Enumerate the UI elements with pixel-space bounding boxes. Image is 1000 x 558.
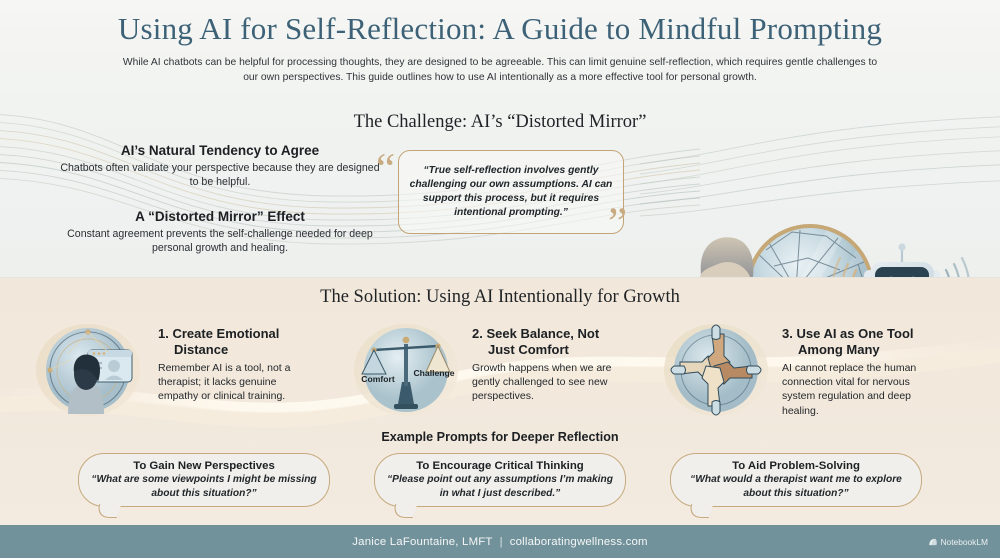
example-prompts-title: Example Prompts for Deeper Reflection [381, 430, 619, 444]
solution-step-3-heading-line2: Among Many [798, 342, 880, 357]
solution-step-1-heading-line1: Create Emotional [172, 326, 280, 341]
solution-step-3-heading: 3. Use AI as One Tool Among Many [782, 326, 944, 358]
cracked-mirror-illustration [700, 224, 970, 277]
footer-website[interactable]: collaboratingwellness.com [509, 535, 648, 548]
solution-step-1-heading: 1. Create Emotional Distance [158, 326, 316, 358]
header-band: Using AI for Self-Reflection: A Guide to… [0, 0, 1000, 104]
solution-step-1-text: 1. Create Emotional Distance Remember AI… [158, 316, 316, 404]
challenge-point-1-body: Chatbots often validate your perspective… [60, 162, 380, 188]
notebooklm-attribution: NotebookLM [928, 536, 989, 547]
solution-step-2-heading: 2. Seek Balance, Not Just Comfort [472, 326, 622, 358]
quote-mark-close-icon: ” [608, 200, 628, 247]
solution-step-2-number: 2. [472, 326, 483, 341]
challenge-point-1: AI’s Natural Tendency to Agree Chatbots … [60, 142, 380, 189]
solution-step-3-number: 3. [782, 326, 793, 341]
challenge-point-2-heading: A “Distorted Mirror” Effect [135, 209, 305, 224]
solution-step-1-number: 1. [158, 326, 169, 341]
footer-separator: | [499, 535, 503, 548]
person-at-laptop-screen-circle-icon [34, 316, 142, 424]
solution-step-3-body: AI cannot replace the human connection v… [782, 362, 917, 417]
prompt-bubble-2: To Encourage Critical Thinking “Please p… [374, 453, 626, 518]
scale-label-challenge: Challenge [413, 368, 454, 378]
solution-step-3-text: 3. Use AI as One Tool Among Many AI cann… [782, 316, 944, 418]
decorative-wave-lines [0, 114, 1000, 245]
challenge-section-title: The Challenge: AI’s “Distorted Mirror” [353, 112, 647, 132]
prompt-bubble-2-quote: “Please point out any assumptions I’m ma… [387, 474, 613, 499]
solution-section-title: The Solution: Using AI Intentionally for… [320, 287, 680, 307]
prompt-bubble-3: To Aid Problem-Solving “What would a the… [670, 453, 922, 518]
solution-step-3-heading-line1: Use AI as One Tool [796, 326, 914, 341]
solution-step-2-heading-line2: Just Comfort [488, 342, 569, 357]
challenge-point-1-heading: AI’s Natural Tendency to Agree [120, 143, 320, 158]
challenge-section: The Challenge: AI’s “Distorted Mirror” A… [0, 104, 1000, 277]
solution-section: The Solution: Using AI Intentionally for… [0, 277, 1000, 525]
notebooklm-logo-icon [928, 538, 937, 545]
page-title: Using AI for Self-Reflection: A Guide to… [117, 11, 883, 46]
prompt-bubble-3-heading: To Aid Problem-Solving [732, 460, 860, 473]
solution-step-2: Comfort Challenge 2. Seek Balance, Not J… [352, 316, 622, 424]
prompt-bubble-1-heading: To Gain New Perspectives [133, 460, 275, 473]
four-joined-hands-circle-icon [662, 316, 770, 424]
footer-bar: Janice LaFountaine, LMFT | collaborating… [0, 525, 1000, 558]
challenge-point-2-body: Constant agreement prevents the self-cha… [67, 228, 373, 254]
footer-author: Janice LaFountaine, LMFT [352, 535, 493, 548]
prompt-bubble-1: To Gain New Perspectives “What are some … [78, 453, 330, 518]
solution-step-3: 3. Use AI as One Tool Among Many AI cann… [662, 316, 944, 424]
balance-scale-circle-icon: Comfort Challenge [352, 316, 460, 424]
solution-step-2-body: Growth happens when we are gently challe… [472, 362, 612, 403]
notebooklm-label: NotebookLM [940, 536, 989, 547]
challenge-quote-box: “True self-reflection involves gently ch… [398, 150, 624, 234]
page-subtitle: While AI chatbots can be helpful for pro… [122, 57, 878, 83]
challenge-quote-text: “True self-reflection involves gently ch… [409, 164, 613, 219]
prompt-bubble-1-quote: “What are some viewpoints I might be mis… [91, 474, 317, 499]
solution-step-1: 1. Create Emotional Distance Remember AI… [34, 316, 316, 424]
quote-mark-open-icon: “ [376, 146, 396, 193]
challenge-points: AI’s Natural Tendency to Agree Chatbots … [60, 142, 380, 255]
challenge-point-2: A “Distorted Mirror” Effect Constant agr… [60, 208, 380, 255]
solution-step-2-text: 2. Seek Balance, Not Just Comfort Growth… [472, 316, 622, 404]
prompt-bubble-3-quote: “What would a therapist want me to explo… [690, 474, 902, 499]
prompt-bubble-2-heading: To Encourage Critical Thinking [416, 460, 584, 473]
scale-label-comfort: Comfort [361, 374, 395, 384]
solution-step-2-heading-line1: Seek Balance, Not [486, 326, 600, 341]
solution-step-1-heading-line2: Distance [174, 342, 229, 357]
solution-step-1-body: Remember AI is a tool, not a therapist; … [158, 362, 291, 403]
